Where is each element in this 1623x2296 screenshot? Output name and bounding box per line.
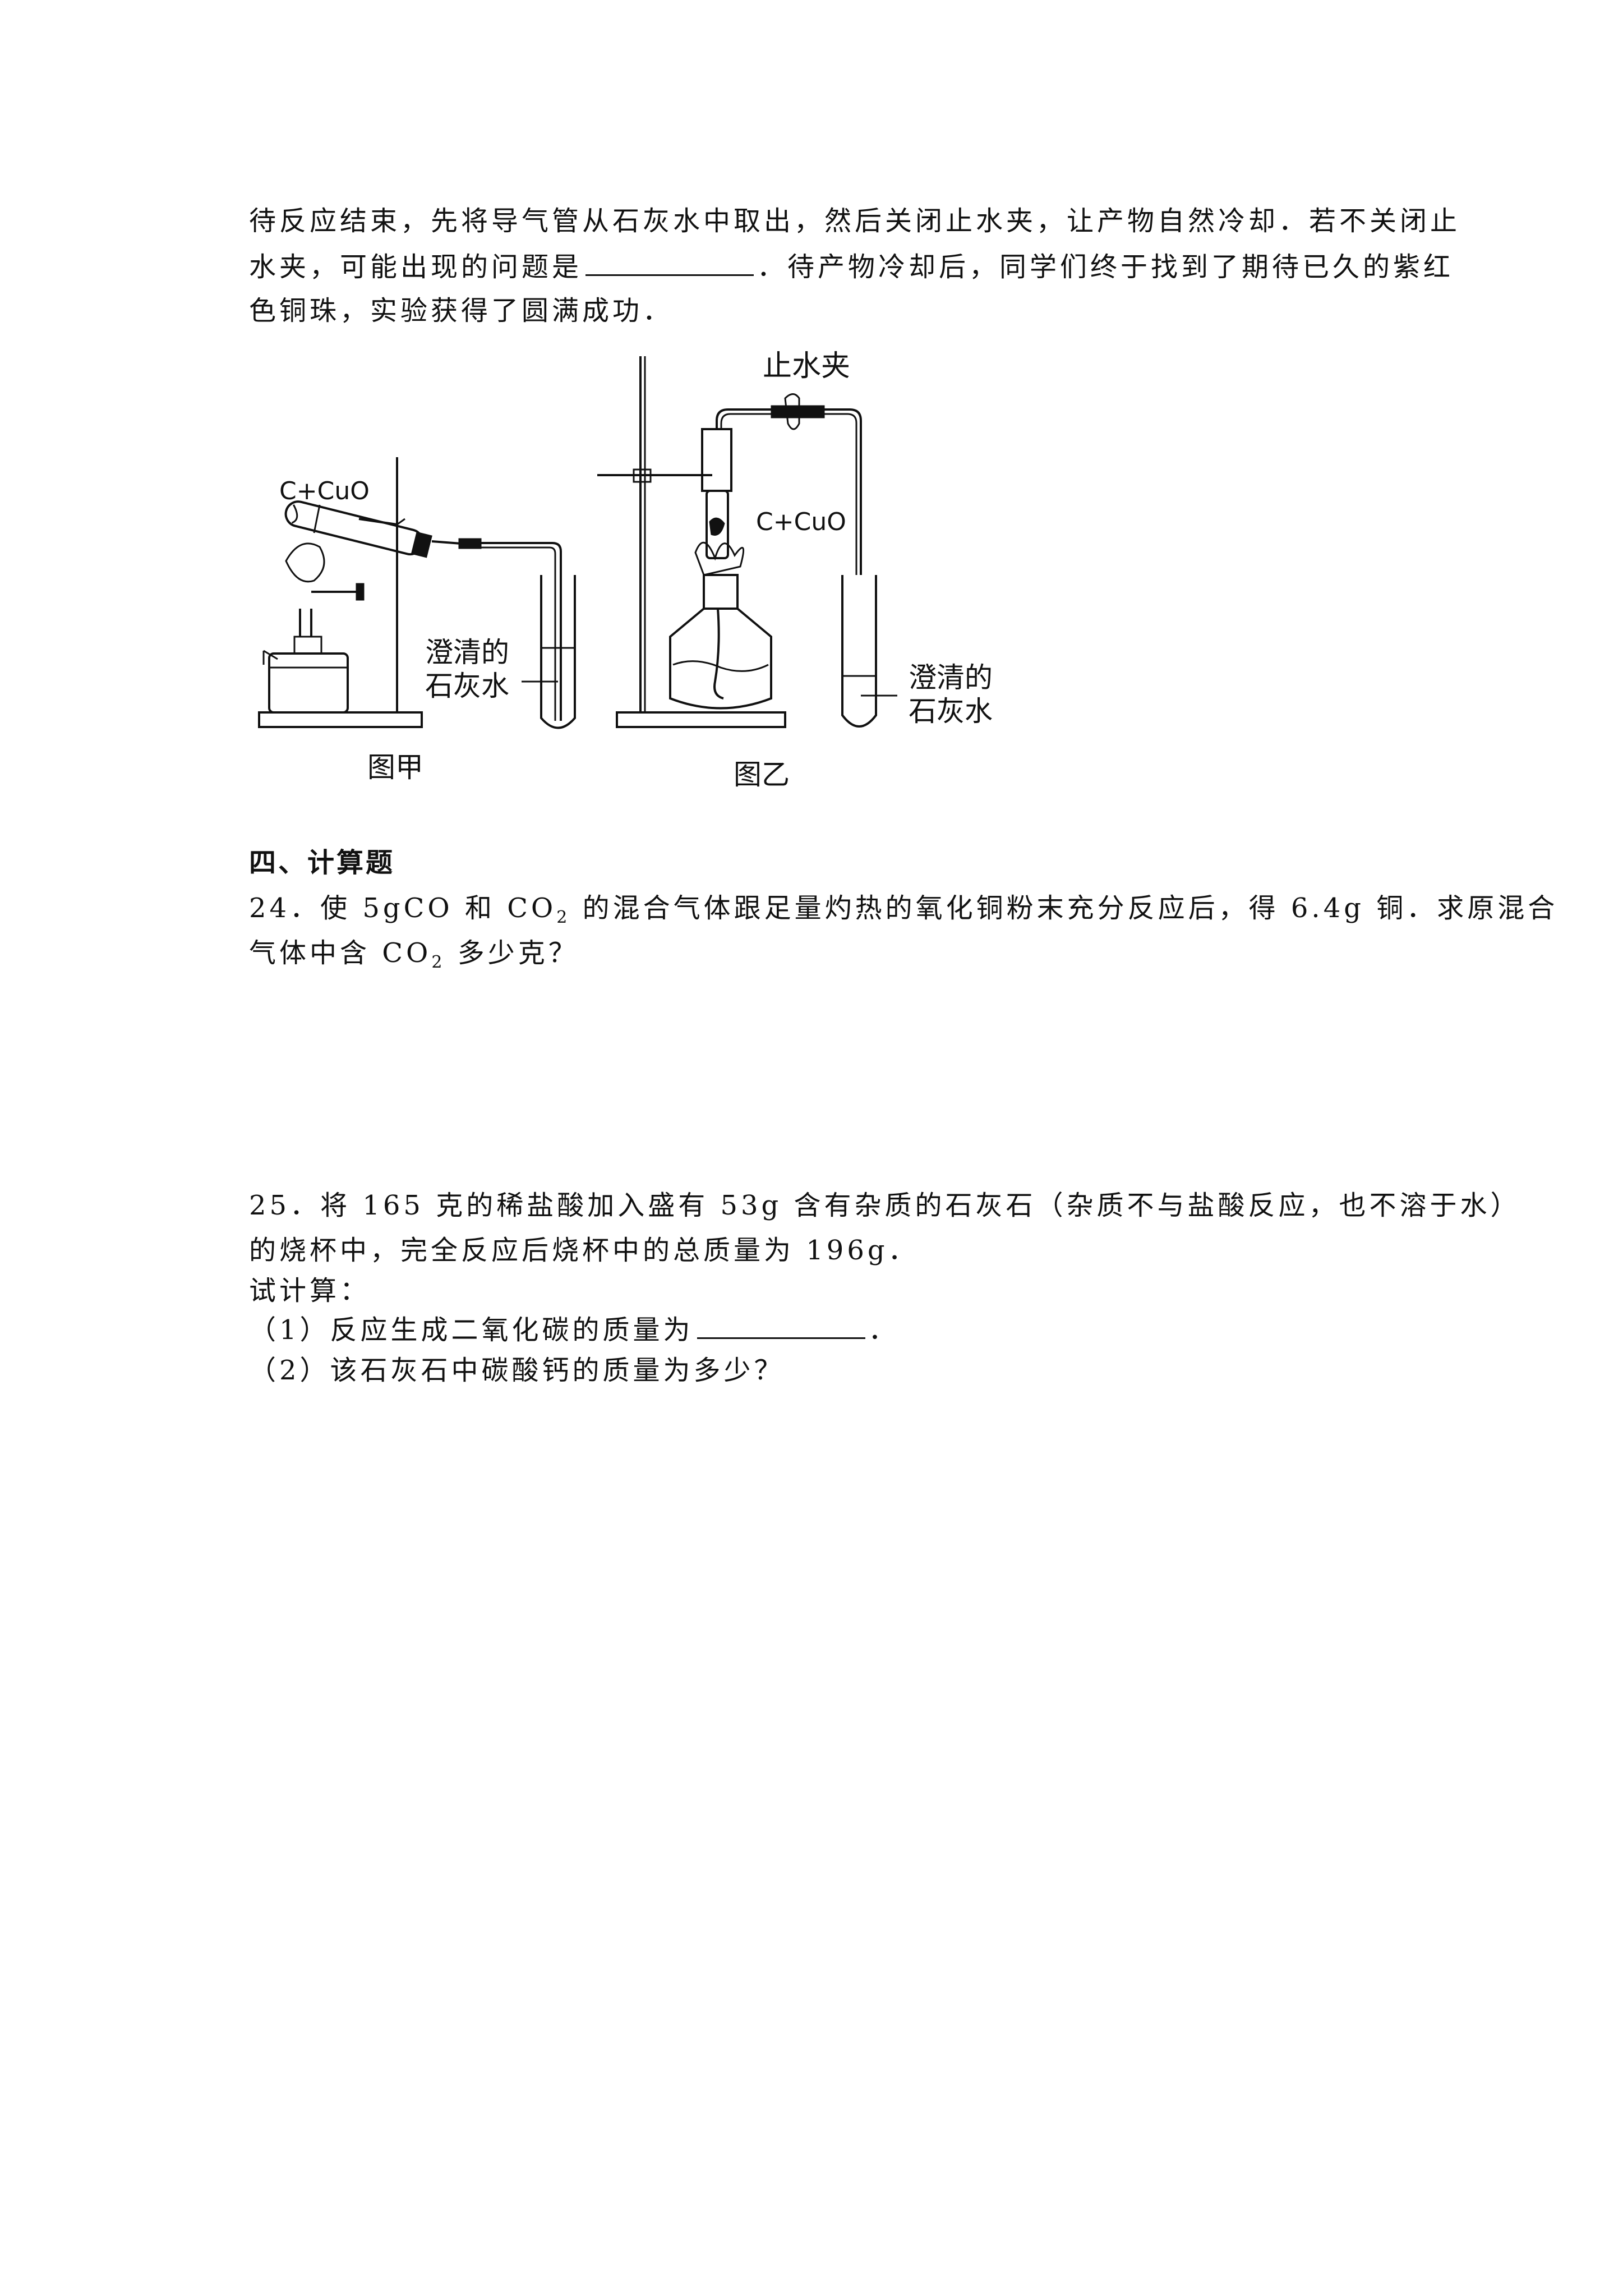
yi-alcohol-lamp [669,608,772,710]
intro-line-2-start: 水夹，可能出现的问题是 [249,251,583,283]
intro-line-3: 色铜珠，实验获得了圆满成功． [249,295,674,326]
yi-base-plate [616,711,786,728]
yi-wick [713,608,724,700]
jia-clamp-knob [356,583,365,601]
jia-base-plate [258,711,423,728]
jia-limewater-label-1: 澄清的 [425,636,509,669]
yi-reactant-label: C+CuO [756,508,846,536]
q25-part-1-end: ． [868,1314,899,1346]
jia-flame [285,542,325,583]
answer-blank-co2-mass[interactable] [697,1309,865,1339]
intro-line-2-end: ．待产物冷却后，同学们终于找到了期待已久的紫红 [757,251,1454,283]
q25-part-2: （2）该石灰石中碳酸钙的质量为多少？ [249,1355,785,1386]
yi-flame [694,541,745,576]
section-title: 四、计算题 [249,847,395,878]
q24-line-2: 气体中含 CO2 多少克？ [249,931,1393,975]
q24-line-1: 24．使 5gCO 和 CO2 的混合气体跟足量灼热的氧化铜粉末充分反应后，得 … [249,886,1555,930]
yi-test-tube [706,490,729,559]
yi-test-tube-stopper [701,428,732,492]
q25-line-1: 25．将 165 克的稀盐酸加入盛有 53g 含有杂质的石灰石（杂质不与盐酸反应… [249,1190,1521,1221]
q25-line-3: 试计算： [249,1275,371,1306]
intro-line-2: 水夹，可能出现的问题是．待产物冷却后，同学们终于找到了期待已久的紫红 [249,245,1450,289]
yi-clamp-label: 止水夹 [763,349,850,383]
jia-lamp-handle [262,650,278,665]
q24-line-1-b: 的混合气体跟足量灼热的氧化铜粉末充分反应后，得 6.4g 铜．求原混合 [570,892,1559,924]
apparatus-figure: C+CuO 澄清的 石灰水 图甲 [258,349,993,791]
q24-line-2-b: 多少克？ [445,937,579,969]
yi-rubber-tube [771,405,825,418]
yi-caption: 图乙 [734,758,790,791]
q25-line-2: 的烧杯中，完全反应后烧杯中的总质量为 196g． [249,1235,919,1266]
jia-alcohol-lamp [268,652,349,714]
apparatus-jia: C+CuO 澄清的 石灰水 图甲 [258,457,576,784]
q24-line-1-a: 24．使 5gCO 和 CO [249,892,557,924]
apparatus-yi: 止水夹 C+CuO 澄清的 石灰水 图乙 [597,349,993,791]
answer-blank-problem[interactable] [585,246,754,276]
q24-subscript-2: 2 [431,953,446,972]
jia-limewater-tube [540,575,576,729]
jia-caption: 图甲 [367,751,423,784]
jia-lamp-neck [293,636,322,655]
jia-reactant-label: C+CuO [279,477,370,505]
yi-limewater-tube [841,575,877,728]
q24-line-2-a: 气体中含 CO [249,937,432,969]
yi-water-clamp [784,393,800,430]
yi-limewater-label-2: 石灰水 [909,695,993,728]
yi-lamp-neck [703,574,739,610]
q24-subscript-1: 2 [556,908,571,927]
intro-line-1: 待反应结束，先将导气管从石灰水中取出，然后关闭止水夹，让产物自然冷却．若不关闭止 [249,205,1461,237]
yi-reactant [709,517,725,536]
jia-rubber-joint [458,538,482,549]
jia-tube-clamp [358,518,398,526]
yi-alcohol-level [672,660,769,672]
q25-part-1: （1）反应生成二氧化碳的质量为 ． [249,1308,1393,1352]
yi-limewater-label-1: 澄清的 [909,661,993,694]
jia-test-tube [284,500,432,558]
jia-limewater-label-2: 石灰水 [425,670,509,702]
q25-part-1-text: （1）反应生成二氧化碳的质量为 [249,1314,694,1346]
